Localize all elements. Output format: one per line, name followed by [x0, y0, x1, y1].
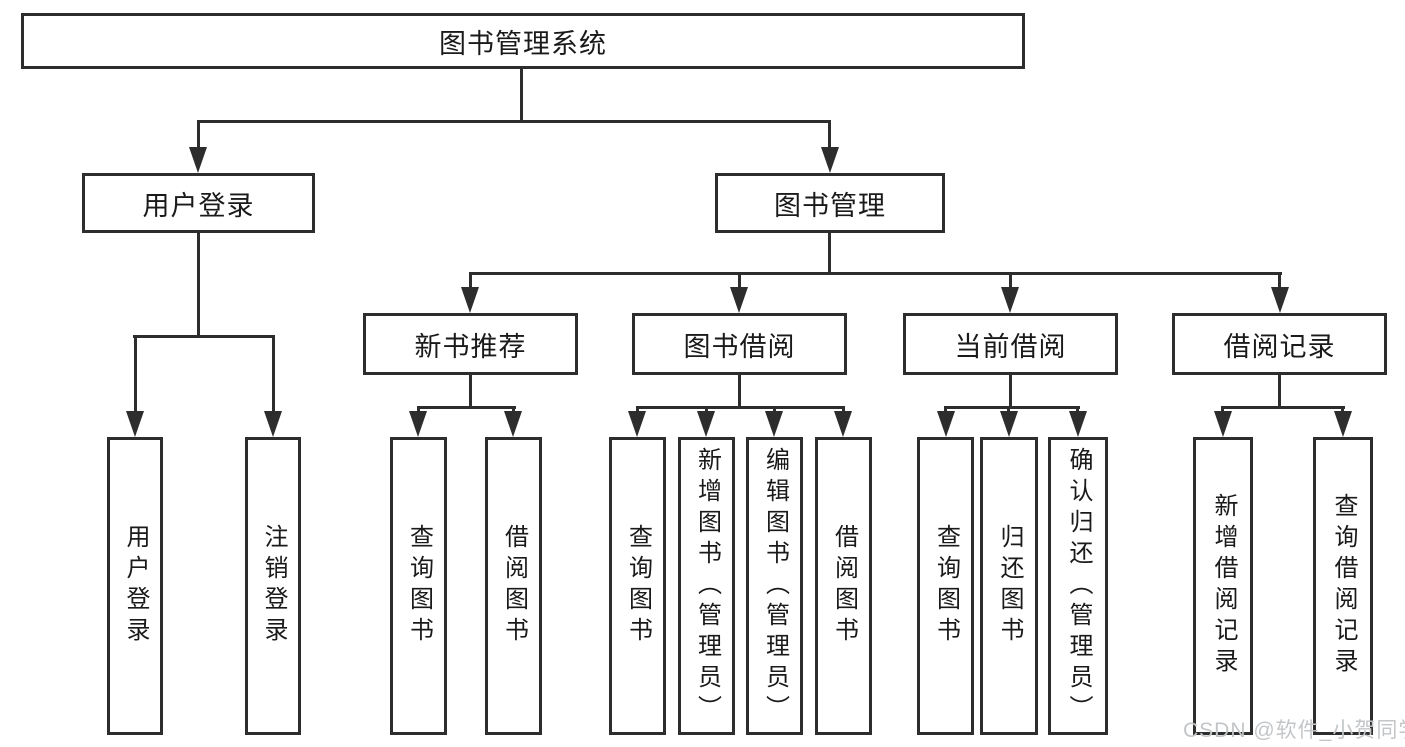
- connector-line: [134, 335, 137, 415]
- node-label: 借阅记录: [1223, 331, 1336, 362]
- csdn-watermark: CSDN @软件_小贺同学: [1183, 719, 1405, 742]
- node-label: 新书推荐: [414, 331, 527, 362]
- leaf-label: 新增图书（管理员）: [693, 446, 721, 726]
- leaf-edit-books-admin: 编辑图书（管理员）: [746, 437, 803, 735]
- arrowhead-down-icon: [189, 147, 207, 173]
- connector-line: [197, 120, 200, 152]
- leaf-logout: 注销登录: [245, 437, 301, 735]
- arrowhead-down-icon: [1069, 411, 1087, 437]
- connector-line: [417, 406, 516, 409]
- leaf-confirm-return-admin: 确认归还（管理员）: [1048, 437, 1108, 735]
- connector-line: [272, 335, 275, 415]
- leaf-label: 确认归还（管理员）: [1065, 446, 1092, 726]
- leaf-label: 查询图书: [932, 524, 960, 648]
- arrowhead-down-icon: [1271, 287, 1289, 313]
- connector-line: [1278, 272, 1281, 290]
- arrowhead-down-icon: [264, 411, 282, 437]
- arrowhead-down-icon: [628, 411, 646, 437]
- arrowhead-down-icon: [126, 411, 144, 437]
- arrowhead-down-icon: [1334, 411, 1352, 437]
- arrowhead-down-icon: [765, 411, 783, 437]
- node-label: 当前借阅: [954, 331, 1067, 362]
- node-label: 图书借阅: [683, 331, 796, 362]
- leaf-current-query-books: 查询图书: [917, 437, 974, 735]
- node-label: 用户登录: [142, 190, 255, 221]
- leaf-label: 查询图书: [405, 524, 433, 648]
- connector-line: [469, 272, 1282, 275]
- node-book-borrowing: 图书借阅: [632, 313, 847, 375]
- connector-line: [738, 375, 741, 409]
- node-book-management: 图书管理: [715, 173, 945, 233]
- connector-line: [197, 233, 200, 337]
- arrowhead-down-icon: [409, 411, 427, 437]
- leaf-label: 借阅图书: [500, 524, 528, 648]
- node-label: 图书管理系统: [439, 28, 607, 59]
- leaf-add-borrow-record: 新增借阅记录: [1193, 437, 1253, 735]
- arrowhead-down-icon: [730, 287, 748, 313]
- node-borrowing-records: 借阅记录: [1172, 313, 1387, 375]
- connector-line: [1009, 272, 1012, 290]
- connector-line: [1009, 375, 1012, 409]
- leaf-label: 用户登录: [122, 524, 149, 648]
- arrowhead-down-icon: [461, 287, 479, 313]
- leaf-user-login: 用户登录: [107, 437, 163, 735]
- connector-line: [944, 406, 1080, 409]
- leaf-label: 查询图书: [624, 524, 652, 648]
- arrowhead-down-icon: [821, 147, 839, 173]
- leaf-recommend-borrow-books: 借阅图书: [485, 437, 542, 735]
- node-current-borrowing: 当前借阅: [903, 313, 1118, 375]
- connector-line: [469, 375, 472, 409]
- arrowhead-down-icon: [834, 411, 852, 437]
- leaf-recommend-query-books: 查询图书: [390, 437, 447, 735]
- arrowhead-down-icon: [504, 411, 522, 437]
- leaf-label: 注销登录: [260, 524, 287, 648]
- leaf-label: 编辑图书（管理员）: [761, 446, 789, 726]
- leaf-query-borrow-record: 查询借阅记录: [1313, 437, 1373, 735]
- arrowhead-down-icon: [1001, 287, 1019, 313]
- leaf-return-books: 归还图书: [980, 437, 1038, 735]
- connector-line: [636, 406, 845, 409]
- arrowhead-down-icon: [697, 411, 715, 437]
- connector-line: [197, 120, 831, 123]
- leaf-label: 新增借阅记录: [1210, 493, 1237, 679]
- connector-line: [469, 272, 472, 290]
- connector-line: [133, 335, 275, 338]
- connector-line: [1221, 406, 1345, 409]
- leaf-label: 查询借阅记录: [1330, 493, 1357, 679]
- leaf-label: 借阅图书: [830, 524, 858, 648]
- arrowhead-down-icon: [1000, 411, 1018, 437]
- connector-line: [828, 120, 831, 152]
- node-library-management-system: 图书管理系统: [21, 13, 1025, 69]
- connector-line: [828, 233, 831, 275]
- leaf-label: 归还图书: [996, 524, 1023, 648]
- connector-line: [1278, 375, 1281, 409]
- node-label: 图书管理: [774, 190, 886, 221]
- leaf-add-books-admin: 新增图书（管理员）: [678, 437, 735, 735]
- leaf-borrowing-query-books: 查询图书: [609, 437, 666, 735]
- node-user-login: 用户登录: [82, 173, 315, 233]
- arrowhead-down-icon: [1214, 411, 1232, 437]
- arrowhead-down-icon: [937, 411, 955, 437]
- leaf-borrow-books: 借阅图书: [815, 437, 872, 735]
- connector-line: [738, 272, 741, 290]
- node-new-book-recommend: 新书推荐: [363, 313, 578, 375]
- connector-line: [520, 69, 523, 123]
